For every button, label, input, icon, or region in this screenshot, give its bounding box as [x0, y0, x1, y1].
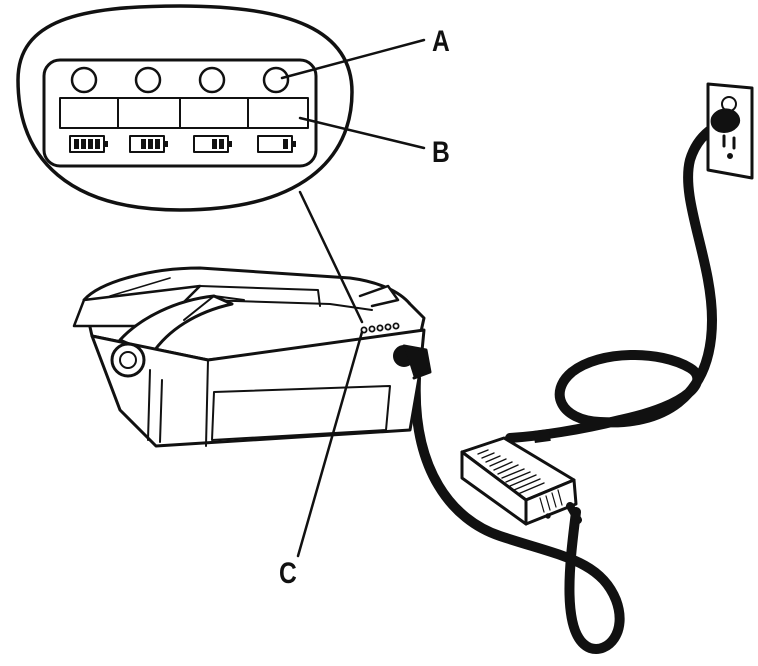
charger-cord	[416, 124, 720, 649]
callout-label-c: C	[279, 559, 297, 589]
power-adapter-icon	[462, 438, 578, 524]
magnified-indicator-panel	[18, 6, 352, 210]
battery-pack-icon	[74, 268, 430, 446]
callout-label-b: B	[432, 138, 450, 168]
wall-outlet-icon	[708, 84, 752, 178]
callout-label-a: A	[432, 27, 450, 57]
